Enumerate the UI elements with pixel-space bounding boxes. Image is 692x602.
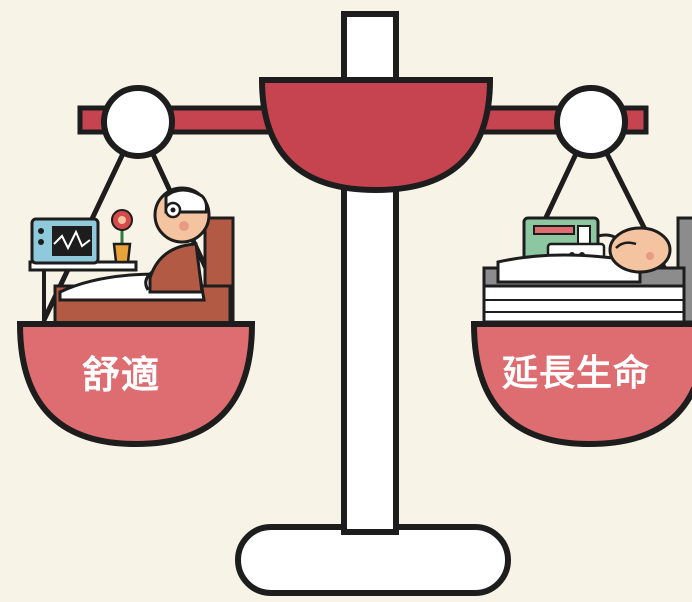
- left-pivot-circle: [101, 85, 175, 159]
- heart-monitor-icon: [30, 217, 100, 265]
- right-pivot-circle: [554, 85, 628, 159]
- elderly-patient-icon: [144, 186, 211, 294]
- left-pan-label: 舒適: [82, 353, 161, 397]
- scale-center-bowl: [258, 77, 494, 194]
- intubated-patient-icon: [496, 226, 672, 284]
- left-scale-pan: [16, 321, 256, 448]
- right-icu-scene: [482, 216, 692, 324]
- right-scale-pan: [470, 321, 692, 448]
- scale-base: [235, 524, 511, 596]
- right-pan-label: 延長生命: [502, 353, 651, 394]
- flower-vase-icon: [111, 209, 133, 264]
